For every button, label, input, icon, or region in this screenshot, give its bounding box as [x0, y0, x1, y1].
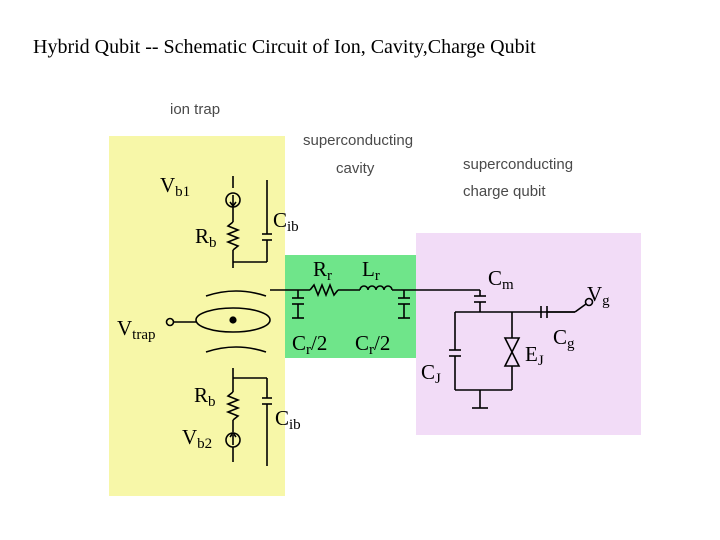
ion-dot-icon	[229, 316, 237, 324]
qubit-label-line1: superconducting	[463, 156, 574, 173]
rb-top-resistor-icon	[225, 221, 241, 251]
cib-top-label: Cib	[273, 208, 299, 235]
vg-terminal-icon	[584, 297, 594, 307]
cib-bottom-label: Cib	[275, 406, 301, 433]
rr-resistor-icon	[309, 282, 339, 298]
rb-bottom-label: Rb	[194, 383, 216, 410]
charge-qubit-region	[416, 233, 641, 435]
lr-label: Lr	[362, 257, 380, 284]
vtrap-label: Vtrap	[117, 316, 156, 343]
trap-electrode-top	[205, 290, 267, 297]
rb-bottom-resistor-icon	[225, 391, 241, 421]
qubit-label-line2: charge qubit	[463, 183, 546, 200]
lr-inductor-icon	[359, 285, 393, 291]
vb1-label: Vb1	[160, 173, 191, 200]
ion-trap-ellipse	[195, 307, 271, 333]
cr-right-label: Cr/2	[355, 331, 391, 358]
vb2-label: Vb2	[182, 425, 213, 452]
cavity-region	[285, 255, 416, 358]
cj-label: CJ	[421, 360, 441, 387]
cg-label: Cg	[553, 325, 575, 352]
vg-label: Vg	[587, 282, 610, 309]
cavity-label-line2: cavity	[336, 160, 375, 177]
page-title: Hybrid Qubit -- Schematic Circuit of Ion…	[33, 36, 536, 58]
trap-electrode-bottom	[205, 346, 267, 353]
ej-label: EJ	[525, 342, 544, 369]
vtrap-terminal-icon	[165, 317, 175, 327]
cm-label: Cm	[488, 266, 514, 293]
ion-trap-label: ion trap	[170, 101, 221, 118]
cavity-label-line1: superconducting	[303, 132, 414, 149]
cr-left-label: Cr/2	[292, 331, 328, 358]
ej-josephson-junction-icon	[503, 337, 521, 367]
rb-top-label: Rb	[195, 224, 217, 251]
rr-label: Rr	[313, 257, 333, 284]
